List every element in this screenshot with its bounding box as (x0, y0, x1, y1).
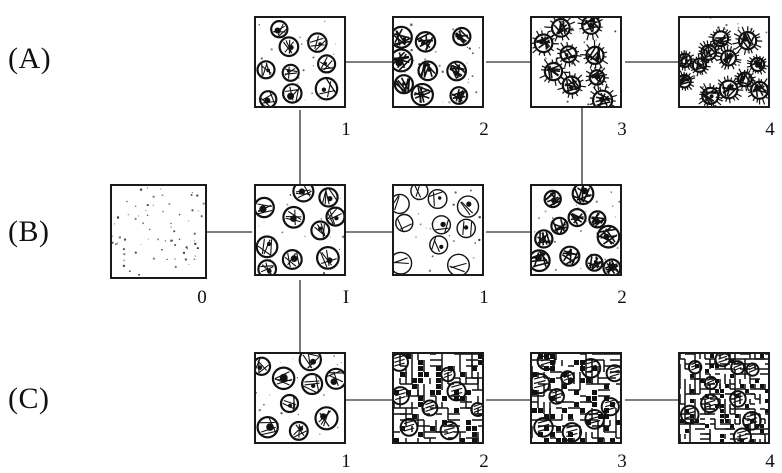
panel-texture (532, 18, 620, 106)
stage-label-a3: 3 (612, 120, 632, 140)
panel-a3 (530, 16, 622, 108)
panel-a1 (254, 16, 346, 108)
stage-label-b0: 0 (192, 288, 212, 308)
panel-c2 (392, 352, 484, 444)
panel-bI (254, 184, 346, 276)
stage-label-a2: 2 (474, 120, 494, 140)
stage-label-bI: I (336, 288, 356, 308)
stage-label-a1: 1 (336, 120, 356, 140)
panel-b1 (392, 184, 484, 276)
panel-b0 (110, 184, 207, 279)
panel-texture (680, 354, 768, 442)
panel-texture (256, 354, 344, 442)
panel-b2 (530, 184, 622, 276)
panel-c4 (678, 352, 770, 444)
panel-c1 (254, 352, 346, 444)
panel-texture (112, 186, 205, 277)
stage-label-c1: 1 (336, 452, 356, 472)
row-label-a: (A) (8, 44, 51, 74)
stage-label-a4: 4 (760, 120, 780, 140)
row-label-c: (C) (8, 384, 50, 414)
panel-texture (256, 18, 344, 106)
panel-texture (394, 186, 482, 274)
stage-label-c2: 2 (474, 452, 494, 472)
panel-a4 (678, 16, 770, 108)
stage-label-c4: 4 (760, 452, 780, 472)
panel-texture (532, 354, 620, 442)
panel-texture (394, 18, 482, 106)
panel-texture (680, 18, 768, 106)
panel-texture (532, 186, 620, 274)
panel-texture (394, 354, 482, 442)
panel-a2 (392, 16, 484, 108)
panel-texture (256, 186, 344, 274)
stage-label-b1: 1 (474, 288, 494, 308)
panel-c3 (530, 352, 622, 444)
row-label-b: (B) (8, 217, 50, 247)
stage-label-b2: 2 (612, 288, 632, 308)
stage-label-c3: 3 (612, 452, 632, 472)
